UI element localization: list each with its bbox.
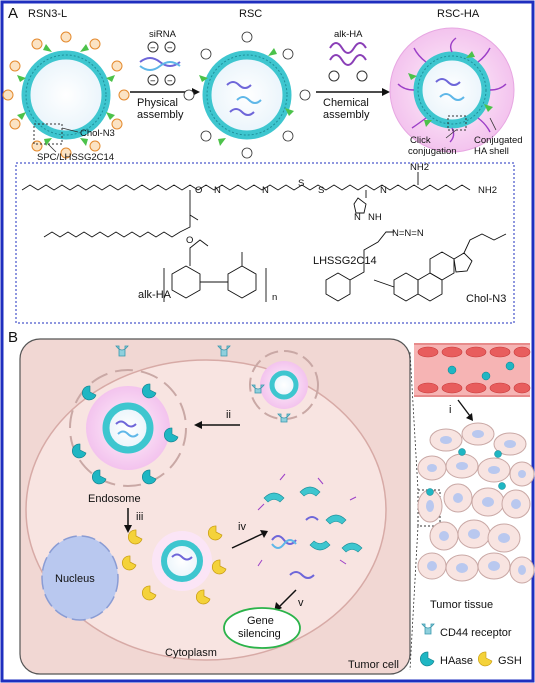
haase-legend-label: HAase xyxy=(440,655,473,667)
conjugated-label-1: Conjugated xyxy=(474,135,523,146)
svg-text:N: N xyxy=(380,185,387,196)
rscha-liposome xyxy=(389,27,515,153)
haase-enzymes xyxy=(72,383,179,485)
click-callout-box xyxy=(447,115,467,131)
arrow-iv xyxy=(231,533,263,549)
conjugated-label-2: HA shell xyxy=(474,146,509,157)
green-ligands xyxy=(17,44,115,146)
nucleus-label: Nucleus xyxy=(55,573,95,585)
click-label-1: Click xyxy=(410,135,431,146)
chol-n3-struct-label: Chol-N3 xyxy=(466,293,506,305)
step-i-label: i xyxy=(449,404,451,416)
lipid-fragments xyxy=(263,486,363,553)
cd44-legend-icon xyxy=(421,623,435,635)
step-v-label: v xyxy=(298,597,304,609)
nucleus xyxy=(41,535,119,621)
rsc-liposome xyxy=(183,31,311,159)
chemical-label-1: Chemical xyxy=(323,97,369,109)
tumor-tissue xyxy=(417,422,535,584)
svg-text:−: − xyxy=(150,43,156,54)
alk-ha-struct-label: alk-HA xyxy=(138,289,172,301)
physical-label-2: assembly xyxy=(137,109,184,121)
endosome xyxy=(69,369,187,487)
deshielded-particle xyxy=(152,531,212,591)
spc-label: SPC/LHSSG2C14 xyxy=(37,152,114,163)
svg-text:N: N xyxy=(354,212,361,223)
positive-charges xyxy=(2,31,130,159)
ha-fragments xyxy=(257,473,357,567)
rscha-title: RSC-HA xyxy=(437,8,480,20)
tumor-tissue-label: Tumor tissue xyxy=(430,599,493,611)
step-ii-label: ii xyxy=(226,409,231,421)
click-label-2: conjugation xyxy=(408,146,457,157)
repeat-n-label: n xyxy=(272,292,277,303)
svg-text:S: S xyxy=(298,178,304,189)
rsn3l-title: RSN3-L xyxy=(28,8,67,20)
panel-b-label: B xyxy=(8,329,18,346)
rsc-title: RSC xyxy=(239,8,262,20)
svg-text:O: O xyxy=(195,185,202,196)
gene-silencing-bubble xyxy=(223,607,301,649)
gsh-legend-icon xyxy=(478,651,493,667)
svg-text:NH: NH xyxy=(368,212,382,223)
tumor-cell-label: Tumor cell xyxy=(348,659,399,671)
endosome-label: Endosome xyxy=(88,493,141,505)
haase-legend-icon xyxy=(420,651,435,667)
gene-label-1: Gene xyxy=(247,615,274,627)
internalizing-particle xyxy=(249,350,319,423)
svg-text:−: − xyxy=(150,76,156,87)
structures-box xyxy=(15,162,515,324)
chol-n3-structure xyxy=(325,231,507,302)
panel-a-label: A xyxy=(8,5,18,22)
svg-text:N: N xyxy=(262,185,269,196)
alk-ha-icon xyxy=(328,42,368,82)
cd44-legend-label: CD44 receptor xyxy=(440,627,512,639)
svg-text:NH2: NH2 xyxy=(478,185,497,196)
chemical-label-2: assembly xyxy=(323,109,370,121)
arrow-v xyxy=(279,589,297,607)
gsh-legend-label: GSH xyxy=(498,655,522,667)
svg-text:−: − xyxy=(167,43,173,54)
svg-text:O: O xyxy=(186,235,193,246)
azide-label: N=N=N xyxy=(392,228,424,239)
cytoplasm-label: Cytoplasm xyxy=(165,647,217,659)
gsh-molecules xyxy=(122,525,227,605)
cd44-receptors xyxy=(115,345,231,357)
alk-ha-label: alk-HA xyxy=(334,29,363,40)
svg-text:S: S xyxy=(318,185,324,196)
blood-vessel xyxy=(414,343,531,397)
svg-text:N: N xyxy=(214,185,221,196)
gene-label-2: silencing xyxy=(238,628,281,640)
sirna-icon: − − − − xyxy=(139,41,181,87)
rsn3l-liposome xyxy=(2,31,130,159)
sirna-label: siRNA xyxy=(149,29,177,40)
svg-text:NH2: NH2 xyxy=(410,162,429,173)
lhssg2c14-label: LHSSG2C14 xyxy=(313,255,377,267)
step-iii-label: iii xyxy=(136,511,143,523)
arrow-i xyxy=(457,399,471,417)
lhssg2c14-structure xyxy=(21,172,471,238)
physical-label-1: Physical xyxy=(137,97,178,109)
svg-text:−: − xyxy=(167,76,173,87)
alk-ha-structure xyxy=(163,239,267,302)
step-iv-label: iv xyxy=(238,521,246,533)
chol-n3-label: Chol-N3 xyxy=(80,128,115,139)
released-sirna xyxy=(271,516,319,579)
